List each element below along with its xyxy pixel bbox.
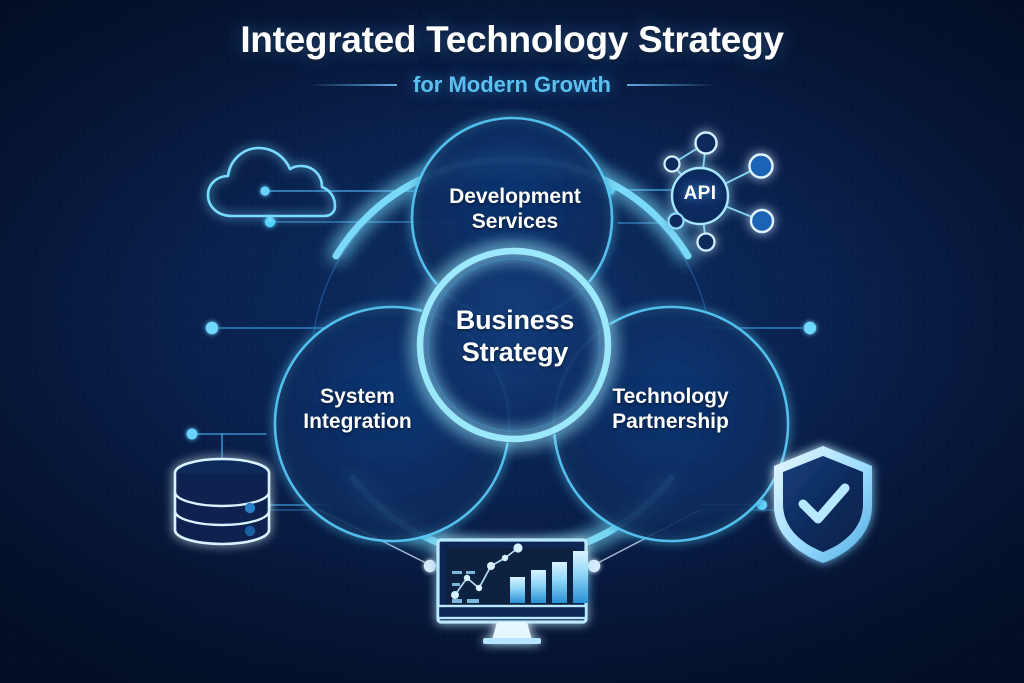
database-icon — [173, 457, 271, 546]
subtitle-rule-right — [626, 83, 713, 86]
cloud-icon — [206, 146, 337, 222]
subtitle-rule-left — [311, 83, 397, 86]
page-subtitle: for Modern Growth — [413, 71, 611, 97]
analytics-monitor-icon — [436, 538, 588, 644]
header: Integrated Technology Strategy for Moder… — [0, 19, 1024, 98]
node-circle-business-strategy[interactable] — [416, 247, 612, 443]
page-title: Integrated Technology Strategy — [240, 19, 784, 60]
shield-check-icon — [774, 446, 872, 563]
api-network-icon — [663, 131, 775, 252]
subtitle-row: for Modern Growth — [0, 72, 1024, 98]
